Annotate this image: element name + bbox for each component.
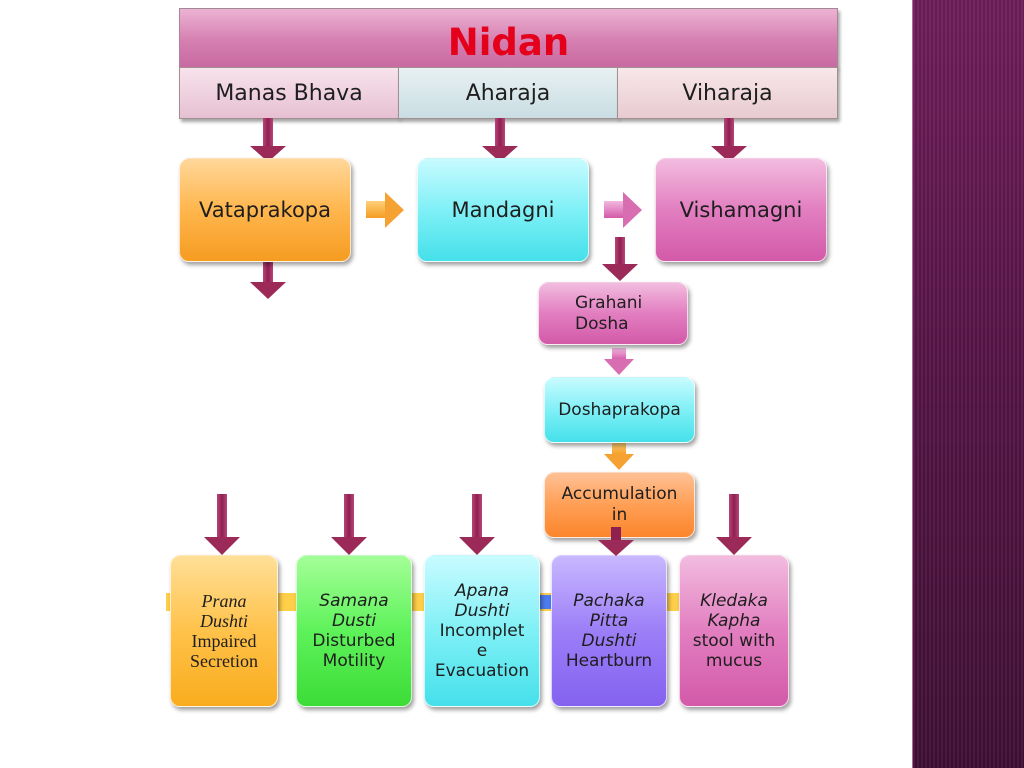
box-pachaka-pitta-dushti: Pachaka Pitta Dushti Heartburn	[551, 555, 667, 707]
category-manas-bhava: Manas Bhava	[179, 67, 399, 119]
pitta-dushti-label: Dushti	[581, 631, 637, 651]
mucus-label: mucus	[705, 651, 763, 671]
kapha-label: Kapha	[707, 611, 761, 631]
arrow-down-viharaja	[711, 118, 747, 162]
accumulation-label: Accumulation	[561, 484, 678, 504]
pitta-label: Pitta	[589, 611, 629, 631]
impaired-label: Impaired	[191, 631, 257, 651]
prana-label: Prana	[201, 591, 247, 611]
vataprakopa-label: Vataprakopa	[199, 198, 331, 222]
motility-label: Motility	[322, 651, 386, 671]
arrow-down-apana	[459, 494, 495, 555]
box-apana-dushti: Apana Dushti Incomplet e Evacuation	[424, 555, 540, 707]
grahani-label: Grahani	[575, 292, 643, 313]
samana-label: Samana	[319, 591, 389, 611]
box-vataprakopa: Vataprakopa	[179, 158, 351, 262]
arrow-down-samana	[331, 494, 367, 555]
apana-dushti-label: Dushti	[454, 601, 510, 621]
box-grahani-dosha: Grahani Dosha	[538, 282, 688, 345]
arrow-down-manas	[250, 118, 286, 162]
disturbed-label: Disturbed	[312, 631, 396, 651]
box-vishamagni: Vishamagni	[655, 158, 827, 262]
arrow-down-kledaka	[716, 494, 752, 555]
nidan-header: Nidan	[179, 8, 838, 68]
kledaka-label: Kledaka	[700, 591, 768, 611]
dusti-label: Dusti	[331, 611, 377, 631]
accumulation-in-label: in	[611, 505, 628, 525]
category-viharaja: Viharaja	[617, 67, 838, 119]
arrow-right-vata-to-mandagni	[366, 192, 404, 228]
vishamagni-label: Vishamagni	[679, 198, 803, 222]
box-prana-dushti: Prana Dushti Impaired Secretion	[170, 555, 278, 707]
dosha-label: Dosha	[575, 313, 629, 334]
arrow-down-vishamagni-to-grahani	[602, 237, 638, 281]
box-kledaka-kapha: Kledaka Kapha stool with mucus	[679, 555, 789, 707]
arrow-right-mandagni-to-vishamagni	[604, 192, 642, 228]
decorative-sidebar	[913, 0, 1024, 768]
apana-label: Apana	[454, 581, 510, 601]
category-aharaja: Aharaja	[398, 67, 618, 119]
arrow-down-grahani-to-doshaprakopa	[604, 348, 634, 375]
mandagni-label: Mandagni	[451, 198, 555, 222]
doshaprakopa-label: Doshaprakopa	[558, 399, 681, 420]
arrow-down-prana	[204, 494, 240, 555]
diagram-title: Nidan	[447, 21, 570, 64]
incomplet-label: Incomplet	[439, 621, 525, 641]
dushti-label: Dushti	[199, 611, 248, 631]
evacuation-label: Evacuation	[434, 661, 530, 681]
arrow-down-doshaprakopa-to-accumulation	[604, 443, 634, 470]
heartburn-label: Heartburn	[565, 651, 653, 671]
box-doshaprakopa: Doshaprakopa	[544, 377, 695, 443]
pachaka-label: Pachaka	[573, 591, 645, 611]
box-accumulation: Accumulation in	[544, 472, 695, 538]
stool-with-label: stool with	[692, 631, 776, 651]
box-samana-dusti: Samana Dusti Disturbed Motility	[296, 555, 412, 707]
incomplete-e-label: e	[476, 641, 488, 661]
arrow-down-aharaja	[482, 118, 518, 162]
secretion-label: Secretion	[190, 651, 258, 671]
arrow-down-vataprakopa	[250, 256, 286, 299]
box-mandagni: Mandagni	[417, 158, 589, 262]
